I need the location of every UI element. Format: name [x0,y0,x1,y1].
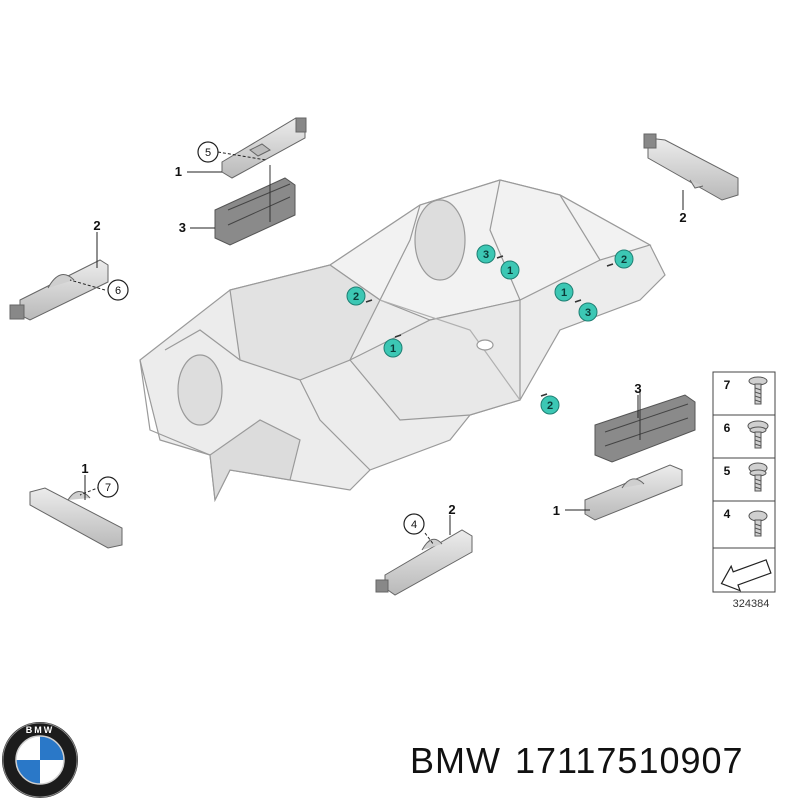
circled-callouts: 5 6 7 4 [97,141,425,535]
legend-item-4: 4 [724,507,731,521]
footer-part-number: 17117510907 [514,740,744,781]
legend-item-6: 6 [724,421,731,435]
circled-callout-6: 6 [115,285,121,297]
leader-lines [69,151,684,546]
screw-icon [748,462,768,492]
footer-brand: BMW [410,740,501,781]
teal-marker-3-a: 3 [483,249,489,261]
teal-marker-1-a: 1 [507,265,513,277]
numeric-callouts: 1 3 2 2 1 2 3 1 [81,164,686,518]
sensor-left [9,259,109,321]
footer-part-label: BMW 17117510907 [410,740,758,782]
legend-item-7: 7 [724,378,731,392]
screw-icon [748,376,768,405]
circled-callout-7: 7 [105,482,111,494]
bracket-top [214,165,296,246]
circled-callout-5: 5 [205,147,211,159]
callout-3-bottom-right: 3 [634,381,641,396]
callout-1-bottom-left: 1 [81,461,88,476]
callout-2-left: 2 [93,218,100,233]
callout-3-top: 3 [179,220,186,235]
screw-icon [748,510,768,537]
screw-legend: 7 6 5 4 324384 [712,371,776,610]
sensor-top [221,117,307,179]
teal-marker-1-c: 1 [390,343,396,355]
teal-marker-1-b: 1 [561,287,567,299]
sensor-right-bottom [584,464,683,521]
bracket-right [594,392,696,463]
sensor-bottom-middle [375,529,473,596]
callout-1-bottom-right: 1 [553,503,560,518]
bmw-logo: BMW [2,722,78,798]
svg-text:BMW: BMW [26,725,55,735]
callout-2-right: 2 [679,210,686,225]
teal-marker-3-b: 3 [585,307,591,319]
teal-marker-2-c: 2 [547,400,553,412]
screw-icon [747,420,769,449]
callout-2-bottom-middle: 2 [448,502,455,517]
teal-markers: 2 3 1 2 1 3 1 2 [346,244,634,415]
teal-marker-2-a: 2 [353,291,359,303]
callout-1-top: 1 [175,164,182,179]
teal-marker-2-b: 2 [621,254,627,266]
circled-callout-4: 4 [411,519,417,531]
arrow-icon [720,559,772,592]
sensor-right-top [643,133,739,201]
reference-number: 324384 [733,598,770,610]
legend-item-5: 5 [724,464,731,478]
